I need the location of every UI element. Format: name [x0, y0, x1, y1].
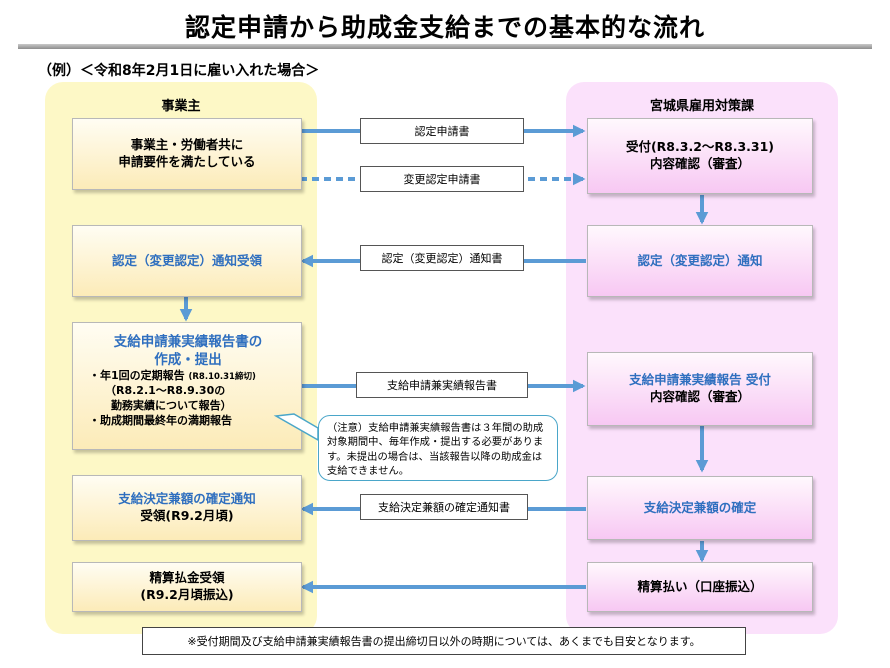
page-title: 認定申請から助成金支給までの基本的な流れ	[184, 13, 705, 42]
decision-text: 支給決定兼額の確定	[643, 499, 757, 515]
example-caption: （例）＜令和8年2月1日に雇い入れた場合＞	[38, 63, 320, 79]
requirements-line-1: 事業主・労働者共に	[130, 137, 244, 153]
report-item-final: ・助成期間最終年の満期報告	[89, 413, 232, 427]
change-application-label: 変更認定申請書	[360, 166, 524, 192]
report-title-2: 作成・提出	[154, 352, 222, 369]
payment-received-box: 精算払金受領 (R9.2月頃振込)	[72, 562, 302, 612]
acceptance-line-1: 受付(R8.3.2～R8.3.31)	[625, 139, 775, 155]
requirements-line-2: 申請要件を満たしている	[118, 154, 256, 169]
report-acceptance-box: 支給申請兼実績報告 受付 内容確認（審査）	[587, 352, 813, 426]
title-underline	[18, 44, 872, 49]
notice-received-box: 認定（変更認定）通知受領	[72, 225, 302, 297]
decision-received-box: 支給決定兼額の確定通知 受領(R9.2月頃)	[72, 475, 302, 541]
acceptance-line-2: 内容確認（審査）	[649, 156, 750, 171]
report-acceptance-sub: 内容確認（審査）	[649, 389, 750, 404]
report-period-line-1: （R8.2.1～R8.9.30の	[105, 384, 226, 398]
report-title-1: 支給申請兼実績報告書の	[113, 334, 263, 350]
report-item-periodic: ・年1回の定期報告 (R8.10.31締切)	[89, 369, 256, 383]
report-deadline: (R8.10.31締切)	[188, 372, 256, 383]
requirements-box: 事業主・労働者共に 申請要件を満たしている	[72, 118, 302, 190]
notice-received-text: 認定（変更認定）通知受領	[111, 252, 262, 268]
payment-box: 精算払い（口座振込）	[587, 562, 813, 612]
employer-column-heading: 事業主	[161, 99, 201, 114]
office-column-heading: 宮城県雇用対策課	[649, 99, 754, 114]
decision-received-sub: 受領(R9.2月頃)	[140, 508, 234, 523]
notice-text: 認定（変更認定）通知	[637, 252, 763, 268]
caution-note: （注意）支給申請兼実績報告書は３年間の助成対象期間中、毎年作成・提出する必要があ…	[318, 415, 558, 481]
report-period-line-2: 勤務実績について報告）	[111, 399, 232, 413]
notice-box: 認定（変更認定）通知	[587, 225, 813, 297]
decision-received-title: 支給決定兼額の確定通知	[118, 491, 256, 507]
payment-text: 精算払い（口座振込）	[637, 578, 763, 594]
decision-box: 支給決定兼額の確定	[587, 476, 813, 540]
payment-received-line-1: 精算払金受領	[149, 570, 225, 586]
decision-doc-label: 支給決定兼額の確定通知書	[360, 494, 528, 520]
application-label: 認定申請書	[360, 118, 524, 144]
report-doc-label: 支給申請兼実績報告書	[356, 372, 528, 398]
report-acceptance-title: 支給申請兼実績報告 受付	[629, 372, 771, 388]
report-box: 支給申請兼実績報告書の 作成・提出 ・年1回の定期報告 (R8.10.31締切)…	[72, 322, 302, 450]
footnote: ※受付期間及び支給申請兼実績報告書の提出締切日以外の時期については、あくまでも目…	[142, 627, 746, 655]
payment-received-line-2: (R9.2月頃振込)	[140, 587, 234, 602]
notice-doc-label: 認定（変更認定）通知書	[360, 245, 524, 271]
acceptance-box: 受付(R8.3.2～R8.3.31) 内容確認（審査）	[587, 118, 813, 194]
